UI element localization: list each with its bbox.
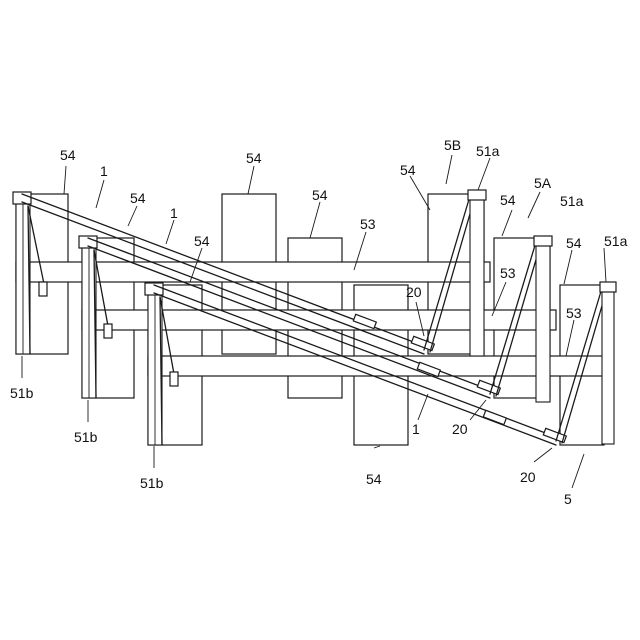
label-51a-1: 51a	[476, 143, 500, 159]
label-54-5: 54	[312, 187, 328, 203]
label-53-2: 53	[500, 265, 516, 281]
post-51a-1	[470, 196, 484, 356]
label-1-3: 1	[412, 421, 420, 437]
bolt-3	[170, 372, 178, 386]
label-53-1: 53	[360, 216, 376, 232]
label-54-9: 54	[366, 471, 382, 487]
post-51a-2	[536, 242, 550, 402]
label-51b-3: 51b	[140, 475, 164, 491]
label-54-1: 54	[60, 147, 76, 163]
label-5: 5	[564, 491, 572, 507]
label-54-6: 54	[400, 162, 416, 178]
post-51a-3	[602, 288, 614, 444]
cap-51a-3	[600, 282, 616, 292]
label-54-7: 54	[500, 192, 516, 208]
label-20-3: 20	[520, 469, 536, 485]
cap-51a-2	[534, 236, 552, 246]
label-54-8: 54	[566, 235, 582, 251]
label-53-3: 53	[566, 305, 582, 321]
label-5B: 5B	[444, 137, 461, 153]
bolt-1	[39, 282, 47, 296]
label-20-1: 20	[406, 284, 422, 300]
label-20-2: 20	[452, 421, 468, 437]
label-54-3: 54	[194, 233, 210, 249]
label-54-2: 54	[130, 190, 146, 206]
label-1-1: 1	[100, 163, 108, 179]
cap-51a-1	[468, 190, 486, 200]
label-54-4: 54	[246, 150, 262, 166]
label-5A: 5A	[534, 175, 552, 191]
label-51b-2: 51b	[74, 429, 98, 445]
label-51a-2: 51a	[560, 193, 584, 209]
label-51a-3: 51a	[604, 233, 628, 249]
bolt-2	[104, 324, 112, 338]
label-51b-1: 51b	[10, 385, 34, 401]
label-1-2: 1	[170, 205, 178, 221]
